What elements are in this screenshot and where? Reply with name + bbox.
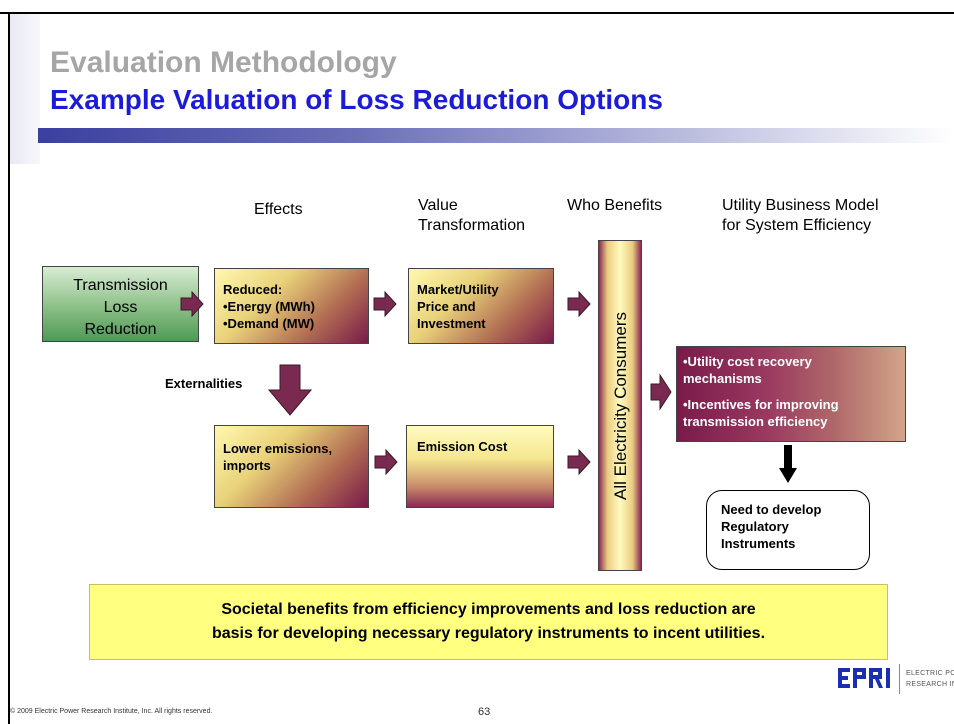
transmission-line2: Loss (103, 299, 138, 316)
corner-accent (10, 14, 40, 164)
transmission-line3: Reduction (84, 321, 157, 338)
page-number: 63 (478, 706, 491, 718)
arrow-down-icon (268, 364, 312, 416)
reduced-line1: Reduced: (223, 282, 283, 297)
header-value-line2: Transformation (418, 217, 525, 234)
reduced-effects-box: Reduced: •Energy (MWh) •Demand (MW) (214, 268, 369, 344)
need-line2: Regulatory (721, 519, 789, 534)
logo-divider (899, 664, 900, 694)
logo-line2: RESEARCH INSTITUTE (906, 681, 954, 688)
summary-line2: basis for developing necessary regulator… (211, 625, 766, 642)
arrow-right-icon (567, 291, 591, 317)
arrow-right-icon (567, 449, 591, 475)
market-utility-box: Market/Utility Price and Investment (408, 268, 554, 344)
incentive-line2: transmission efficiency (683, 414, 828, 429)
header-effects: Effects (254, 201, 303, 218)
need-regulatory-instruments-box: Need to develop Regulatory Instruments (706, 490, 870, 570)
arrow-right-icon (650, 374, 672, 410)
logo-wordmark: ELECTRIC POWER RESEARCH INSTITUTE (906, 668, 954, 690)
header-who-benefits: Who Benefits (567, 197, 663, 214)
title-gradient-bar (38, 128, 954, 143)
header-value-transformation: Value Transformation (418, 196, 525, 236)
recovery-line1: •Utility cost recovery (683, 354, 812, 369)
market-line3: Investment (417, 316, 486, 331)
lower-emissions-box: Lower emissions, imports (214, 425, 369, 508)
recovery-line2: mechanisms (683, 371, 762, 386)
externalities-label: Externalities (165, 376, 243, 391)
left-border (8, 12, 10, 724)
lower-emissions-line2: imports (223, 458, 271, 473)
arrow-down-icon (779, 445, 797, 483)
market-line1: Market/Utility (417, 282, 499, 297)
utility-cost-recovery-box: •Utility cost recovery mechanisms •Incen… (676, 346, 906, 442)
epri-logo-icon (838, 668, 890, 688)
market-line2: Price and (417, 299, 476, 314)
slide-title: Evaluation Methodology (50, 46, 397, 79)
transmission-line1: Transmission (73, 277, 168, 294)
need-line3: Instruments (721, 536, 796, 551)
header-utility-line2: for System Efficiency (722, 217, 872, 234)
logo-line1: ELECTRIC POWER (906, 670, 954, 677)
slide-subtitle: Example Valuation of Loss Reduction Opti… (50, 84, 663, 115)
copyright-text: © 2009 Electric Power Research Institute… (10, 708, 213, 715)
top-border (0, 0, 954, 14)
arrow-right-icon (180, 291, 204, 317)
summary-callout: Societal benefits from efficiency improv… (89, 584, 888, 660)
emission-cost-box: Emission Cost (406, 425, 554, 508)
emission-cost-label: Emission Cost (417, 439, 508, 454)
summary-line1: Societal benefits from efficiency improv… (221, 601, 756, 618)
header-utility-line1: Utility Business Model (722, 197, 879, 214)
need-line1: Need to develop (721, 502, 822, 517)
transmission-loss-reduction-box: Transmission Loss Reduction (42, 266, 199, 342)
consumers-label: All Electricity Consumers (611, 312, 630, 500)
reduced-energy: •Energy (MWh) (223, 299, 315, 314)
lower-emissions-line1: Lower emissions, (223, 441, 333, 456)
arrow-right-icon (374, 449, 398, 475)
header-utility-business-model: Utility Business Model for System Effici… (722, 196, 879, 236)
incentive-line1: •Incentives for improving (683, 397, 839, 412)
header-value-line1: Value (418, 197, 458, 214)
reduced-demand: •Demand (MW) (223, 316, 315, 331)
arrow-right-icon (373, 291, 397, 317)
all-electricity-consumers-box: All Electricity Consumers (598, 240, 642, 571)
